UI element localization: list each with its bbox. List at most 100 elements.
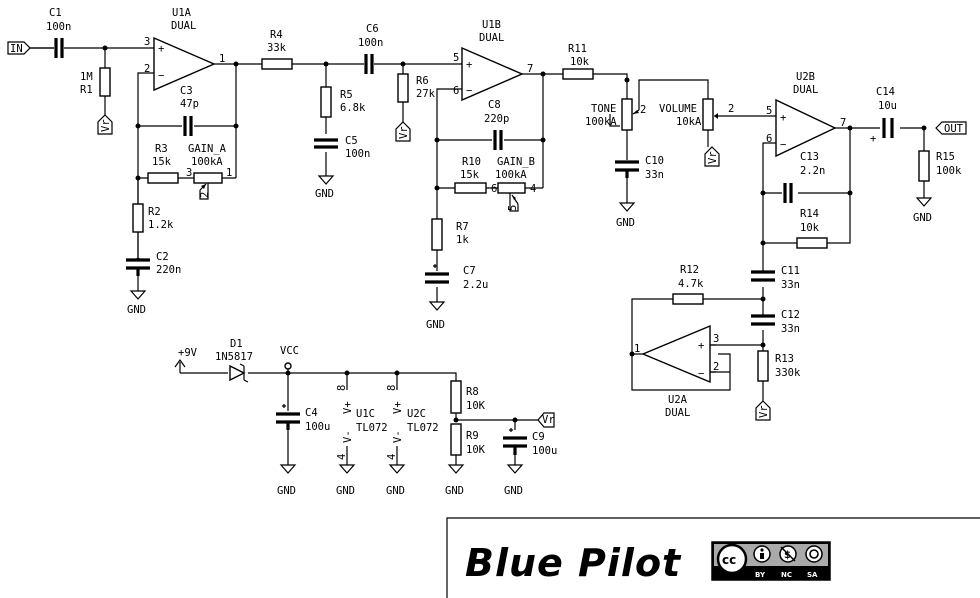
resistor-r7: R7 1k [431,213,469,251]
junction-dot [512,417,518,423]
opamp-u1b: U1B DUAL + − 5 6 7 [453,19,533,102]
junction-dot [135,123,141,129]
cap-c1: C1 100n [46,7,71,58]
vr-label: Vr [758,405,770,418]
part-ref: C1 [49,7,62,19]
opamp-ref: U1C [356,408,375,420]
pot-gain-b: GAIN_B 100kA 6 4 5 [491,156,536,211]
pin-number: 3 [186,167,192,179]
vr-label: Vr [542,414,555,426]
plus-sign: + [158,43,164,55]
junction-dot [847,190,853,196]
vr-label: Vr [398,126,410,139]
resistor-r12: R12 4.7k [672,264,704,305]
part-ref: R5 [340,89,353,101]
part-value: 1k [456,234,469,246]
junction-dot [394,370,400,376]
opamp-power-u2c: 8 V+ V- 4 U2C TL072 [386,385,439,460]
junction-dot [847,125,853,131]
pot-gain-a: GAIN_A 100kA 3 1 2 [186,143,232,198]
cap-c4: C4 100u [276,404,330,433]
junction-dot [400,61,406,67]
cap-c6: C6 100n [358,23,383,74]
opamp-type: DUAL [171,20,196,32]
cap-c9: C9 100u [503,428,557,457]
vminus-label: V- [392,430,404,443]
part-ref: C12 [781,309,800,321]
part-value: 10k [800,222,820,234]
wires [30,47,925,465]
vplus-label: V+ [342,401,354,414]
part-ref: R12 [680,264,699,276]
junction-dot [629,351,635,357]
junction-dot [760,240,766,246]
opamp-power-u1c: 8 V+ V- 4 U1C TL072 [336,385,388,460]
vr-flag-r13: Vr [755,400,771,421]
pot-volume: VOLUME 10kA 2 [659,98,734,131]
cap-c3: C3 47p [180,85,199,136]
part-ref: R2 [148,206,161,218]
part-ref: R10 [462,156,481,168]
gnd-c9: GND [504,464,524,497]
output-port-label: OUT [944,123,964,135]
cap-c7: C7 2.2u [425,264,488,291]
pin-number: 6 [453,85,459,97]
opamp-type: DUAL [665,407,690,419]
resistor-r11: R11 10k [562,43,594,80]
junction-dot [760,190,766,196]
opamp-u2b: U2B DUAL + − 5 6 7 [765,71,846,158]
cap-c11: C11 33n [751,265,800,291]
part-value: 33n [781,323,800,335]
part-value: 2.2u [463,279,488,291]
plus-sign: + [780,112,786,124]
opamp-u1a: U1A DUAL + − 3 2 1 [144,7,225,92]
gnd-c2: GND [127,276,147,316]
part-ref: GAIN_B [497,156,535,168]
resistor-r13: R13 330k [757,350,801,382]
part-ref: C10 [645,155,664,167]
input-port-label: IN [10,43,23,55]
opamp-type: TL072 [356,422,388,434]
vr-flag-divider: Vr [537,412,555,428]
part-ref: VOLUME [659,103,697,115]
part-value: 15k [152,156,172,168]
part-value: 100kA [585,116,617,128]
opamp-u2a: U2A DUAL + − 3 2 1 [634,324,719,419]
vr-flag-r1: Vr [97,114,113,135]
opamp-type: DUAL [793,84,818,96]
pin-number: 8 [336,385,348,391]
pin-number: 2 [640,104,646,116]
part-ref: C13 [800,151,819,163]
pin-number: 2 [144,63,150,75]
part-ref: C4 [305,407,318,419]
gnd-label: GND [386,485,405,497]
gnd-label: GND [315,188,334,200]
pin-number: 4 [530,183,536,195]
junction-dot [233,61,239,67]
pin-number: 1 [634,343,640,355]
sa-icon [805,545,823,563]
part-value: 100n [358,37,383,49]
supply-label: +9V [178,347,198,359]
part-value: 330k [775,367,801,379]
pin-number: 5 [766,105,772,117]
license-badge: cc $ BY NC SA [711,541,831,581]
cc-icon [716,543,748,575]
opamp-ref: U1A [172,7,192,19]
part-ref: R11 [568,43,587,55]
opamp-ref: U2C [407,408,426,420]
gnd-c10: GND [616,202,636,229]
part-ref: C8 [488,99,501,111]
vcc-label: VCC [280,345,299,357]
pin-number: 7 [527,63,533,75]
part-value: 27k [416,88,436,100]
polarity-plus: + [870,133,876,145]
part-value: 10u [878,100,897,112]
part-value: 1N5817 [215,351,253,363]
pin-number: 1 [219,53,225,65]
cap-c14: C14 10u + [870,86,897,145]
resistor-r2: R2 1.2k [132,178,174,258]
vr-label: Vr [707,151,719,164]
pin-number: 3 [713,333,719,345]
gnd-r9: GND [445,464,465,497]
